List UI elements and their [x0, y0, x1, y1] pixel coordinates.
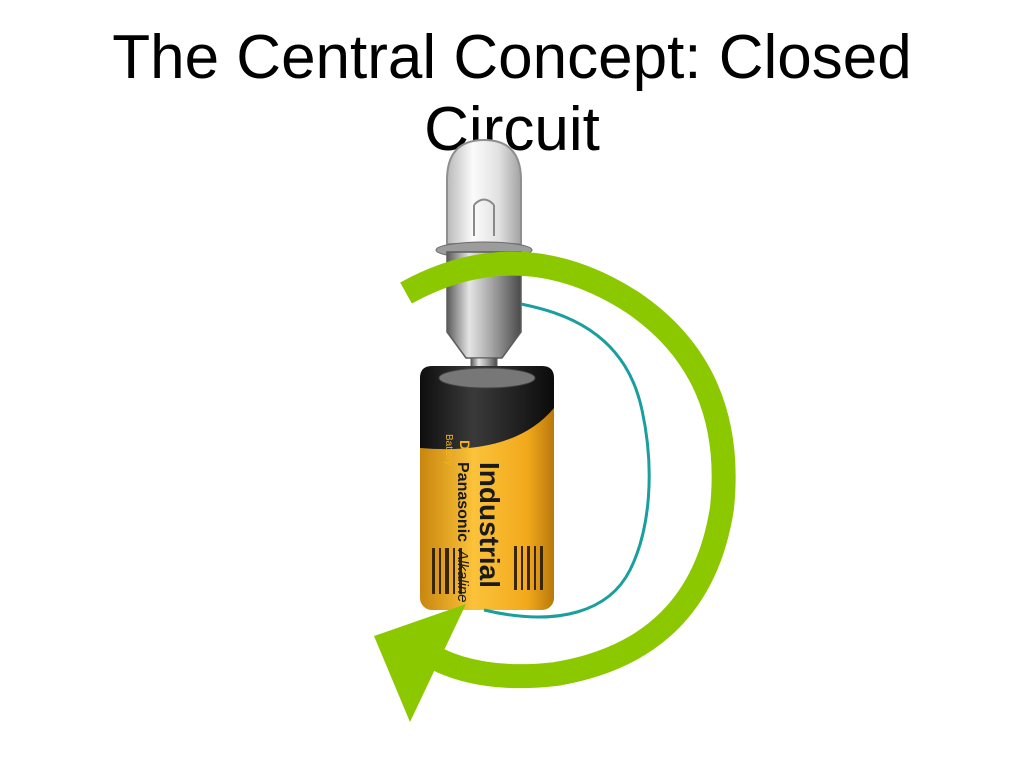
battery-barcode [432, 546, 543, 594]
battery-brand-label: Industrial [474, 462, 505, 588]
battery-chem-label: Alkaline [454, 549, 471, 603]
circuit-wire [483, 302, 651, 619]
title-line-1: The Central Concept: Closed [112, 23, 912, 92]
battery-maker-label: Panasonic [454, 462, 471, 542]
circular-arrow-icon [374, 251, 736, 722]
slide-title: The Central Concept: Closed Circuit [0, 22, 1024, 166]
battery-size-label: D [457, 440, 473, 450]
battery-type-label: Battery [443, 434, 454, 466]
battery-icon: D Battery Industrial Panasonic Alkaline [420, 366, 554, 610]
